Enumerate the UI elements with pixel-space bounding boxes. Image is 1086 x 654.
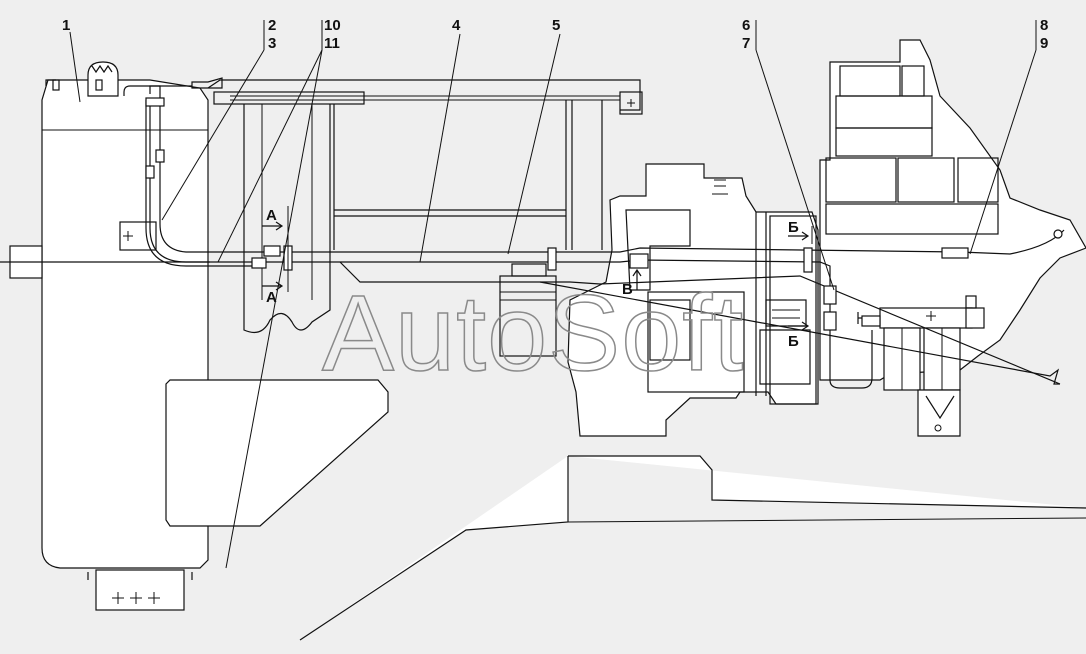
callout-10: 10 — [324, 17, 341, 34]
callout-9: 9 — [1040, 35, 1048, 52]
callout-3: 3 — [268, 35, 276, 52]
callout-4: 4 — [452, 17, 461, 34]
callout-2: 2 — [268, 17, 276, 34]
engine-gearbox — [499, 163, 819, 437]
section-b-bottom: Б — [788, 333, 799, 350]
watermark-text: AutoSoft — [322, 272, 744, 393]
fuel-lines — [123, 77, 1065, 389]
fuel-filter — [857, 295, 985, 437]
cab-block — [819, 39, 1086, 381]
callout-6: 6 — [742, 17, 750, 34]
section-a-bottom: А — [266, 289, 277, 306]
section-b-top: Б — [788, 219, 799, 236]
callout-8: 8 — [1040, 17, 1048, 34]
section-markers — [262, 206, 813, 331]
callout-5: 5 — [552, 17, 560, 34]
section-a-top: А — [266, 207, 277, 224]
fuel-tank — [0, 61, 209, 611]
vehicle-frame — [0, 79, 1086, 641]
leader-lines — [69, 20, 1037, 569]
callout-7: 7 — [742, 35, 750, 52]
callout-1: 1 — [62, 17, 70, 34]
section-v: В — [622, 281, 633, 298]
callout-11: 11 — [324, 35, 340, 52]
